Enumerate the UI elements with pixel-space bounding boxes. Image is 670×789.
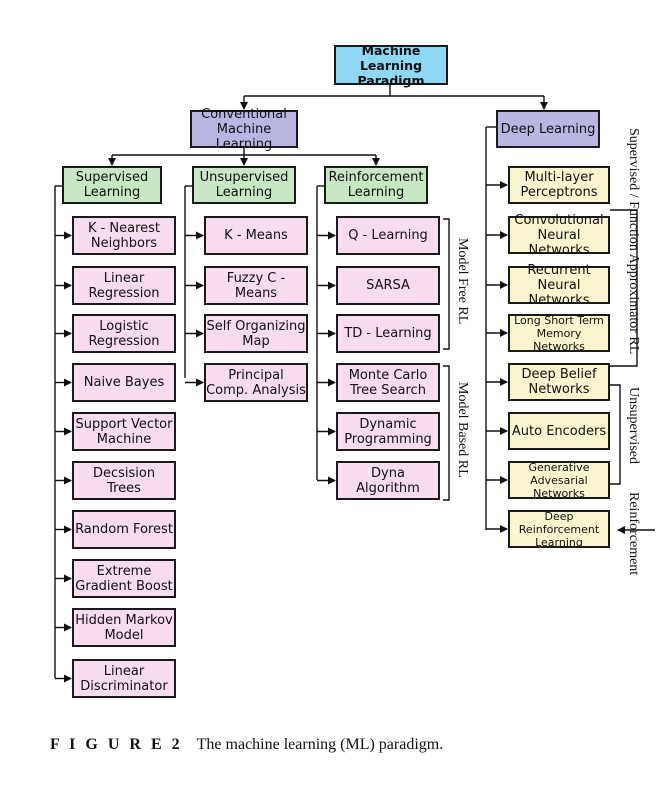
deep-item-label: Deep Reinforcement Learning [518, 509, 600, 549]
supervised-item: Linear Regression [72, 266, 176, 305]
root-label: Machine Learning Paradigm [357, 42, 425, 88]
deep-item: Deep Belief Networks [508, 363, 610, 401]
deep-learning-label: Deep Learning [500, 121, 596, 137]
deep-item: Convolutional Neural Networks [508, 213, 610, 258]
supervised-item-label: Extreme Gradient Boost [75, 563, 173, 594]
unsupervised-item-label: K - Means [224, 228, 288, 243]
reinforcement-item-label: SARSA [366, 278, 410, 293]
reinforcement-box: Reinforcement Learning [324, 166, 428, 204]
deep-item-label: Multi-layer Perceptrons [520, 170, 598, 200]
figure-caption-text: The machine learning (ML) paradigm. [196, 736, 444, 753]
bracket-model-based [443, 365, 450, 501]
supervised-item-label: K - Nearest Neighbors [87, 220, 161, 251]
unsupervised-item: Fuzzy C - Means [204, 266, 308, 305]
supervised-item: Linear Discriminator [72, 659, 176, 698]
supervised-item: K - Nearest Neighbors [72, 216, 176, 255]
reinforcement-item-label: Monte Carlo Tree Search [348, 367, 428, 398]
reinforcement-item-label: Q - Learning [348, 228, 428, 243]
reinforcement-item: Monte Carlo Tree Search [336, 363, 440, 402]
supervised-item-label: Hidden Markov Model [75, 612, 173, 643]
supervised-item: Decsision Trees [72, 461, 176, 500]
reinforcement-item: SARSA [336, 266, 440, 305]
supervised-item-label: Linear Regression [88, 270, 160, 301]
conventional-ml-box: Conventional Machine Learning [190, 107, 298, 152]
reinforcement-item: Dyna Algorithm [336, 461, 440, 500]
supervised-item-label: Support Vector Machine [75, 416, 173, 447]
supervised-item-label: Logistic Regression [88, 318, 160, 349]
unsupervised-item: Self Organizing Map [204, 314, 308, 353]
figure-caption: F I G U R E 2 The machine learning (ML) p… [50, 736, 443, 754]
deep-item-label: Convolutional Neural Networks [514, 212, 604, 258]
supervised-box: Supervised Learning [62, 166, 162, 204]
reinforcement-item-label: TD - Learning [344, 326, 432, 341]
deep-item-label: Recurrent Neural Networks [527, 262, 591, 308]
supervised-fa-label: Supervised / Function Approximator RL [626, 128, 641, 355]
deep-item: Generative Advesarial Networks [508, 460, 610, 500]
supervised-item: Logistic Regression [72, 314, 176, 353]
supervised-item-label: Naive Bayes [83, 375, 165, 390]
bracket-supervised-fa [610, 209, 638, 367]
reinforcement-label: Reinforcement Learning [328, 170, 424, 200]
conventional-ml-label: Conventional Machine Learning [201, 106, 287, 152]
figure-number: F I G U R E 2 [50, 736, 183, 753]
deep-item-label: Deep Belief Networks [521, 367, 597, 397]
deep-item: Auto Encoders [508, 412, 610, 450]
supervised-item-label: Decsision Trees [92, 465, 156, 496]
reinforcement-item: TD - Learning [336, 314, 440, 353]
reinforcement-item: Dynamic Programming [336, 412, 440, 451]
deep-item-label: Auto Encoders [511, 423, 607, 439]
unsupervised-item-label: Fuzzy C - Means [226, 270, 286, 301]
reinforcement-item-label: Dyna Algorithm [356, 465, 420, 496]
supervised-label: Supervised Learning [75, 170, 149, 200]
supervised-item: Naive Bayes [72, 363, 176, 402]
root-box: Machine Learning Paradigm [334, 42, 448, 88]
unsupervised-item-label: Self Organizing Map [206, 318, 306, 349]
supervised-item-label: Random Forest [75, 522, 173, 537]
reinforcement-item: Q - Learning [336, 216, 440, 255]
model-based-label: Model Based RL [455, 382, 470, 478]
model-free-label: Model Free RL [455, 238, 470, 325]
supervised-item-label: Linear Discriminator [80, 663, 168, 694]
unsupervised-item: Principal Comp. Analysis [204, 363, 308, 402]
deep-item: Long Short Term Memory Networks [508, 313, 610, 353]
deep-item-label: Long Short Term Memory Networks [514, 313, 604, 353]
supervised-item: Extreme Gradient Boost [72, 559, 176, 598]
deep-learning-box: Deep Learning [496, 110, 600, 148]
unsupervised-box: Unsupervised Learning [192, 166, 296, 204]
unsupervised-label: Unsupervised Learning [199, 170, 289, 200]
bracket-model-free [443, 218, 450, 350]
unsupervised-item: K - Means [204, 216, 308, 255]
deep-item-label: Generative Advesarial Networks [528, 460, 590, 500]
deep-item: Deep Reinforcement Learning [508, 509, 610, 549]
unsupervised-item-label: Principal Comp. Analysis [206, 367, 306, 398]
unsupervised-side-label: Unsupervised [626, 387, 641, 464]
supervised-item: Support Vector Machine [72, 412, 176, 451]
deep-item: Recurrent Neural Networks [508, 263, 610, 308]
supervised-item: Hidden Markov Model [72, 608, 176, 647]
deep-item: Multi-layer Perceptrons [508, 166, 610, 204]
bracket-unsupervised [610, 384, 621, 485]
reinforcement-side-label: Reinforcement [626, 492, 641, 576]
supervised-item: Random Forest [72, 510, 176, 549]
reinforcement-item-label: Dynamic Programming [344, 416, 432, 447]
